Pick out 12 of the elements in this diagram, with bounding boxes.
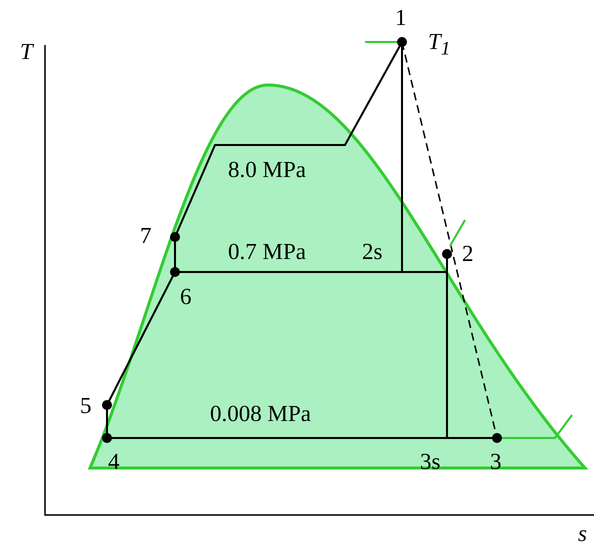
axis-label: T bbox=[20, 40, 33, 63]
pressure-label: 8.0 MPa bbox=[228, 158, 306, 181]
state-label: 1 bbox=[395, 6, 406, 29]
state-label: 5 bbox=[80, 394, 92, 417]
state-label: 2s bbox=[362, 240, 382, 263]
axis-label: s bbox=[578, 522, 587, 543]
state-label: 7 bbox=[140, 224, 152, 247]
pressure-label: 0.008 MPa bbox=[210, 402, 311, 425]
pressure-label: 0.7 MPa bbox=[228, 240, 306, 263]
state-label: 2 bbox=[462, 242, 474, 265]
temperature-label: T$_{1}$ bbox=[428, 30, 450, 59]
state-label: 6 bbox=[180, 285, 192, 308]
